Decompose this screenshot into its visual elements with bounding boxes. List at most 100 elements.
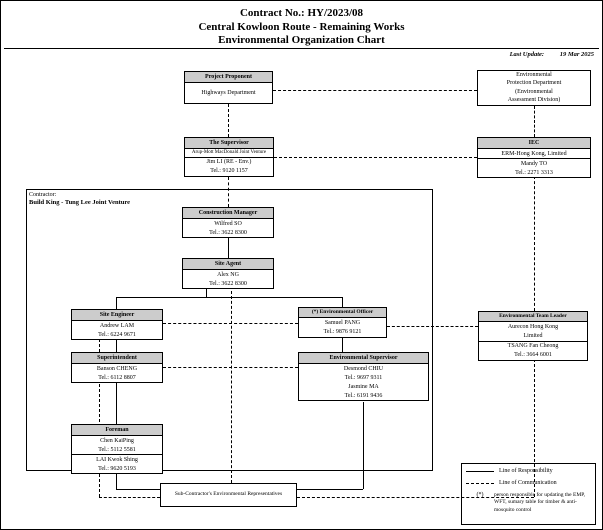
box-environmental-team-leader-tel: Tel.: 3664 6001 [514,352,552,359]
box-environmental-officer-tel: Tel.: 9876 9121 [323,329,362,336]
connector-site-engineer-officer [163,323,298,324]
connector-foreman-subcontractor [116,489,160,490]
contractor-frame [26,189,433,471]
box-environmental-team-leader-person: TSANG Fan Cheong [507,343,559,350]
box-subcontractor: Sub-Contractor's Environmental Represent… [160,483,297,507]
box-iec-tel: Tel.: 2271 3313 [515,169,553,176]
box-foreman-title: Foreman [72,425,162,437]
box-epd-line3: (Environmental [515,88,553,95]
box-site-agent-tel: Tel.: 3622 8300 [209,280,247,287]
connector-officer-team-leader [387,326,478,327]
connector-officer-supervisor [342,337,343,352]
box-construction-manager-title: Construction Manager [183,208,273,220]
box-site-agent: Site Agent Alex NG Tel.: 3622 8300 [182,258,274,290]
connector-branch-horizontal [116,297,342,298]
box-epd: Environmental Protection Department (Env… [477,70,591,106]
last-update-label: Last Update: [509,51,545,58]
box-superintendent-tel: Tel.: 6112 8807 [98,374,136,381]
box-site-agent-title: Site Agent [183,259,273,271]
box-site-engineer-title: Site Engineer [72,310,162,322]
connector-epd-iec [534,106,535,137]
connector-branch-environmental-officer [342,297,343,307]
box-environmental-officer: (*) Environmental Officer Samuel PANG Te… [298,307,387,338]
chart-title: Contract No.: HY/2023/08 Central Kowloon… [1,7,602,48]
box-epd-line1: Environmental [516,72,552,78]
connector-superintendent-foreman [116,378,117,424]
box-foreman-person1: Chen KaiPing [100,437,134,444]
connector-team-leader-down [534,354,535,497]
connector-proponent-supervisor [228,104,229,137]
connector-branch-site-engineer [116,297,117,309]
connector-supervisor-iec [274,157,477,158]
box-iec-title: IEC [478,138,590,150]
last-update: Last Update: 19 Mar 2025 [510,51,594,58]
box-foreman: Foreman Chen KaiPing Tel.: 5112 5581 LAI… [71,424,163,475]
box-supervisor-tel: Tel.: 9120 1157 [210,168,248,175]
legend-responsibility-row: Line of Responsibility [466,468,591,474]
box-epd-line4: Assessment Division) [507,97,561,104]
box-environmental-supervisor-person2: Jasmine MA [348,383,379,390]
connector-proponent-epd [273,90,477,91]
box-construction-manager: Construction Manager Wilfred SO Tel.: 36… [182,207,274,239]
box-environmental-team-leader-title: Environmental Team Leader [479,312,587,323]
connector-env-supervisor-subcontractor [297,489,363,490]
box-project-proponent-title: Project Proponent [185,72,272,84]
connector-team-leader-subcontractor [297,497,534,498]
legend-asterisk-marker: (*) [476,492,484,498]
box-site-engineer: Site Engineer Andrew LAM Tel.: 6224 9671 [71,309,163,341]
box-project-proponent-body: Highways Department [201,90,256,97]
box-environmental-officer-title: (*) Environmental Officer [299,308,386,319]
last-update-value: 19 Mar 2025 [559,51,594,58]
dashed-line-sample [466,482,494,484]
box-environmental-supervisor-tel2: Tel.: 6191 9436 [344,392,383,399]
box-environmental-team-leader-company2: Limited [479,332,587,342]
box-site-agent-person: Alex NG [217,271,239,278]
box-supervisor-person: Jim LI (RE - Env.) [206,159,252,166]
legend-responsibility-label: Line of Responsibility [499,468,553,474]
box-environmental-team-leader-company1: Aurecon Hong Kong [507,323,559,330]
box-iec-person: Mandy TO [520,160,548,167]
box-foreman-person2: LAI Kwok Shing [96,456,138,463]
box-superintendent-person: Banson CHENG [96,365,138,372]
box-environmental-supervisor: Environmental Supervisor Desmond CHIU Te… [298,352,429,402]
box-environmental-team-leader: Environmental Team Leader Aurecon Hong K… [478,311,588,361]
box-site-engineer-person: Andrew LAM [99,322,135,329]
box-supervisor: The Supervisor Arup-Mott MacDonald Joint… [184,137,274,178]
solid-line-sample [466,470,494,472]
box-foreman-tel1: Tel.: 5112 5581 [72,445,162,456]
box-supervisor-title: The Supervisor [185,138,273,150]
connector-foreman-down [116,466,117,489]
box-epd-line2: Protection Department [506,80,562,87]
connector-superintendent-env-supervisor [163,367,298,368]
box-construction-manager-tel: Tel.: 3622 8300 [209,229,247,236]
contractor-frame-label: Contractor: Build King - Tung Lee Joint … [29,191,249,207]
box-environmental-officer-person: Samuel PANG [324,319,361,326]
contractor-label: Contractor: [29,192,57,198]
title-project-name: Central Kowloon Route - Remaining Works [198,20,405,33]
connector-construction-manager-site-agent [228,235,229,258]
connector-left-communication-horizontal [99,497,160,498]
box-environmental-supervisor-title: Environmental Supervisor [299,353,428,365]
box-construction-manager-person: Wilfred SO [214,220,242,227]
connector-site-agent-stub [206,286,207,297]
contractor-name: Build King - Tung Lee Joint Venture [29,199,131,206]
legend-asterisk-note: person responsible for updating the EMP,… [494,492,586,513]
connector-env-supervisor-down [363,402,364,489]
box-subcontractor-body: Sub-Contractor's Environmental Represent… [174,491,283,497]
legend-communication-label: Line of Communication [499,480,557,486]
connector-left-communication-vertical [99,339,100,497]
title-contract-no: Contract No.: HY/2023/08 [239,7,364,19]
connector-site-agent-subcontractor [231,286,232,483]
legend: Line of Responsibility Line of Communica… [461,463,596,525]
box-project-proponent: Project Proponent Highways Department [184,71,273,104]
legend-communication-row: Line of Communication [466,480,591,486]
box-site-engineer-tel: Tel.: 6224 9671 [98,331,136,338]
box-superintendent-title: Superintendent [72,353,162,365]
legend-asterisk-row: (*) person responsible for updating the … [466,492,591,514]
box-iec: IEC ERM-Hong Kong, Limited Mandy TO Tel.… [477,137,591,179]
box-supervisor-company: Arup-Mott MacDonald Joint Venture [185,149,273,158]
connector-iec-team-leader [534,176,535,311]
connector-supervisor-construction-manager [228,177,229,207]
title-chart-name: Environmental Organization Chart [218,34,385,46]
